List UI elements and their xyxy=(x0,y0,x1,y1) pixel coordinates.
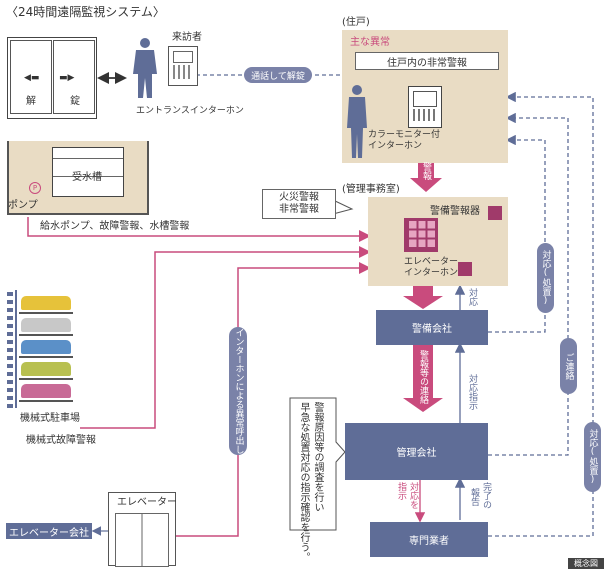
door-right-label: 錠 xyxy=(70,96,80,107)
response-instruction-label: 対応指示 xyxy=(467,374,477,410)
visitor-icon xyxy=(133,38,157,98)
resident-icon xyxy=(347,85,367,158)
completed-label: 完了の xyxy=(481,482,491,509)
respond-to-label: 対応を xyxy=(408,482,418,509)
fire-alarm-callout: 火災警報 非常警報 xyxy=(262,189,336,219)
emergency-alarm-box: 住戸内の非常警報 xyxy=(355,52,499,70)
door-left-arrow-icon: ◀▬ xyxy=(24,73,40,83)
unlock-pill: 通話して解錠 xyxy=(244,67,312,83)
water-tank-icon xyxy=(52,147,124,197)
elevator-company-box: エレベーター会社 xyxy=(6,523,92,539)
specialist-box: 専門業者 xyxy=(370,522,488,557)
contact-label: ご連絡 xyxy=(563,352,574,380)
investigation-text: 警報原因等の調査を行い 早急な処置対応の指示確認を行う。 xyxy=(298,402,323,562)
report-label: 報告 xyxy=(469,488,479,506)
parking-fault-label: 機械式故障警報 xyxy=(26,435,96,446)
management-office-box xyxy=(368,197,508,286)
action1-pill: 対応(処置) xyxy=(537,243,554,313)
security-panel-grid-icon xyxy=(404,218,438,252)
elevator-icon xyxy=(108,492,176,567)
entrance-intercom-panel xyxy=(168,46,198,86)
alarm-arrow-office xyxy=(403,285,443,309)
action1-label: 対応(処置) xyxy=(540,250,551,306)
door-left-label: 解 xyxy=(26,96,36,107)
alarm-contact-label: 警報等の連絡 xyxy=(418,350,428,404)
entrance-intercom-label: エントランスインターホン xyxy=(136,106,244,116)
management-company-box: 管理会社 xyxy=(345,423,488,480)
entrance-door: ◀▬ ▬▶ 解 錠 xyxy=(7,37,97,119)
security-panel-label: 警備警報器 xyxy=(430,206,480,217)
intercom-call-pill: インターホンによる異常呼出し xyxy=(229,327,247,455)
visitor-label: 来訪者 xyxy=(172,32,202,43)
security-panel-indicator-icon xyxy=(488,206,502,220)
intercom-call-label: インターホンによる異常呼出し xyxy=(233,328,244,454)
alarm-arrow-residence xyxy=(410,162,442,192)
security-company-box: 警備会社 xyxy=(376,310,488,345)
tank-alarms-label: 給水ポンプ、故障警報、水槽警報 xyxy=(40,221,190,232)
door-right-arrow-icon: ▬▶ xyxy=(59,73,75,83)
elevator-intercom-label: エレベーター インターホン xyxy=(404,257,459,278)
pump-label: ポンプ xyxy=(8,200,38,211)
main-anomaly-label: 主な異常 xyxy=(350,37,390,48)
action2-label: 対応(処置) xyxy=(587,429,598,485)
water-tank-label: 受水槽 xyxy=(72,172,102,183)
elevator-intercom-indicator-icon xyxy=(458,262,472,276)
response-label: 対応 xyxy=(467,288,477,306)
caption-badge: 概念図 xyxy=(568,558,604,569)
action2-pill: 対応(処置) xyxy=(584,422,601,492)
color-monitor-intercom-icon xyxy=(408,86,442,128)
page-title: 〈24時間遠隔監視システム〉 xyxy=(6,5,165,19)
contact-pill: ご連絡 xyxy=(560,338,577,394)
parking-structure xyxy=(7,290,73,408)
residence-label: (住戸) xyxy=(342,17,370,28)
alarm-arrow-security xyxy=(403,345,443,412)
elevator-label: エレベーター xyxy=(117,497,177,508)
intercom-label: カラーモニター付 インターホン xyxy=(368,130,441,151)
alarm-label: 警報 xyxy=(421,162,431,180)
parking-label: 機械式駐車場 xyxy=(20,413,80,424)
instruct-label: 指示 xyxy=(396,482,406,500)
management-office-label: (管理事務室) xyxy=(342,184,400,195)
pump-icon: P xyxy=(29,182,41,194)
